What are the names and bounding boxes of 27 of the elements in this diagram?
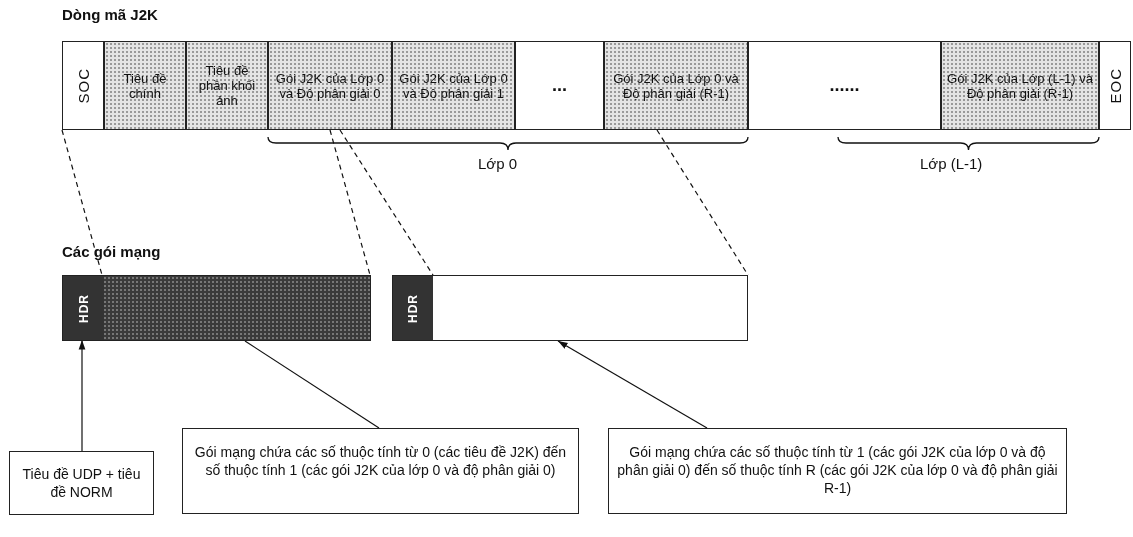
note-box: Gói mạng chứa các số thuộc tính từ 1 (các gói J2K của lớp 0 và độ phân giải 0) đến số thuộc tính R (các gói J2K của lớp 0 và độ phân giải R-1) [608,428,1067,514]
dashed-connector [339,129,434,276]
ellipsis-cell: ... [515,41,604,130]
header-cell: Tiêu đề phần khối ảnh [186,41,268,130]
dashed-connector [61,129,103,276]
brace-label: Lớp (L-1) [920,155,983,172]
label-cell: SOC [62,41,104,130]
dashed-connector [329,129,371,276]
header-cell: Tiêu đề chính [104,41,186,130]
ellipsis-cell: ...... [748,41,941,130]
section-heading: Các gói mạng [62,243,161,260]
note-box: Gói mạng chứa các số thuộc tính từ 0 (các tiêu đề J2K) đến số thuộc tính 1 (các gói J2K của lớp 0 và độ phân giải 0) [182,428,579,514]
leader-line [244,340,380,429]
packet-cell: Gói J2K của Lớp 0 và Độ phân giải 1 [392,41,515,130]
arrow [78,339,86,452]
header-block: HDR [393,276,433,340]
packet-cell: Gói J2K của Lớp (L-1) và Độ phân giải (R-1) [941,41,1099,130]
brace-label: Lớp 0 [478,155,518,172]
section-heading: Dòng mã J2K [62,6,158,23]
network-packet [392,275,748,341]
label-cell: EOC [1099,41,1131,130]
packet-cell: Gói J2K của Lớp 0 và Độ phân giải 0 [268,41,392,130]
note-box: Tiêu đề UDP + tiêu đề NORM [9,451,154,515]
arrow [557,340,708,429]
packet-cell: Gói J2K của Lớp 0 và Độ phân giải (R-1) [604,41,748,130]
header-block: HDR [63,276,104,340]
network-packet [62,275,371,341]
